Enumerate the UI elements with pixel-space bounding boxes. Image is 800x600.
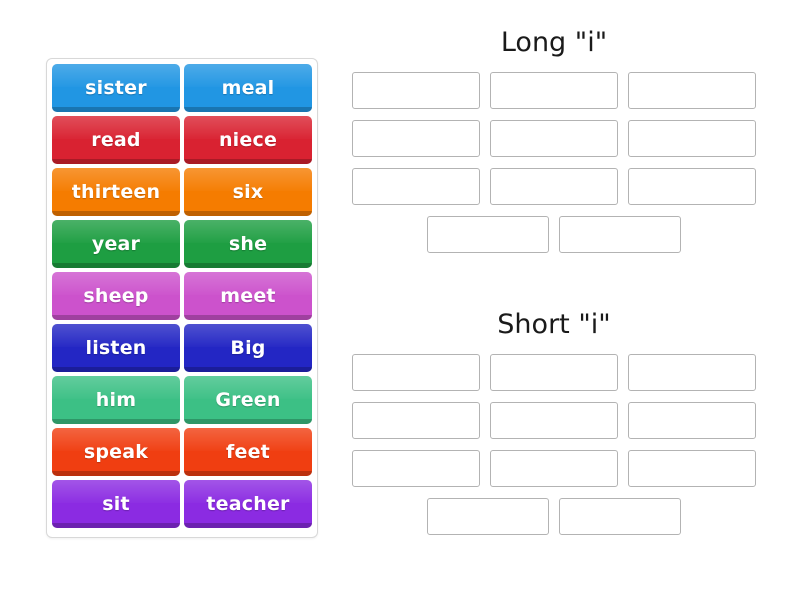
- group-title-long-i: Long "i": [500, 27, 608, 58]
- drop-slot-row: [352, 497, 756, 535]
- drop-slot[interactable]: [490, 119, 618, 157]
- word-tile[interactable]: meet: [184, 272, 312, 320]
- word-tile[interactable]: sheep: [52, 272, 180, 320]
- word-tile-row: speak feet: [52, 428, 312, 476]
- drop-slot[interactable]: [628, 353, 756, 391]
- word-tile-label: Green: [215, 389, 281, 411]
- drop-slot[interactable]: [490, 353, 618, 391]
- word-tile-row: listen Big: [52, 324, 312, 372]
- drop-slot-row: [352, 167, 756, 205]
- drop-slot[interactable]: [352, 167, 480, 205]
- drop-slot-row: [352, 119, 756, 157]
- word-tile[interactable]: Big: [184, 324, 312, 372]
- word-tile[interactable]: she: [184, 220, 312, 268]
- word-tile-row: him Green: [52, 376, 312, 424]
- word-tile-row: sit teacher: [52, 480, 312, 528]
- word-tile-label: him: [95, 389, 137, 411]
- word-tile[interactable]: read: [52, 116, 180, 164]
- word-tile-label: she: [228, 233, 268, 255]
- word-tile[interactable]: him: [52, 376, 180, 424]
- word-bank-panel: sister meal read niece thirteen six year she she…: [46, 58, 318, 538]
- word-tile[interactable]: speak: [52, 428, 180, 476]
- word-tile[interactable]: listen: [52, 324, 180, 372]
- word-tile-label: thirteen: [71, 181, 161, 203]
- drop-slot[interactable]: [352, 119, 480, 157]
- drop-slot[interactable]: [427, 215, 549, 253]
- drop-slot-row: [352, 71, 756, 109]
- drop-slot[interactable]: [559, 215, 681, 253]
- word-tile[interactable]: thirteen: [52, 168, 180, 216]
- word-tile-row: year she: [52, 220, 312, 268]
- drop-slot[interactable]: [628, 401, 756, 439]
- word-tile-label: teacher: [206, 493, 290, 515]
- word-tile-label: niece: [218, 129, 278, 151]
- word-tile[interactable]: Green: [184, 376, 312, 424]
- word-tile[interactable]: feet: [184, 428, 312, 476]
- word-tile-label: sheep: [83, 285, 149, 307]
- drop-slot-row: [352, 401, 756, 439]
- word-tile-label: read: [91, 129, 141, 151]
- drop-group-long-i: Long "i": [352, 28, 756, 264]
- word-tile[interactable]: six: [184, 168, 312, 216]
- drop-slot[interactable]: [559, 497, 681, 535]
- word-tile-label: speak: [83, 441, 149, 463]
- word-tile[interactable]: teacher: [184, 480, 312, 528]
- drop-slot[interactable]: [628, 71, 756, 109]
- word-tile-label: meal: [221, 77, 275, 99]
- word-tile-row: sheep meet: [52, 272, 312, 320]
- word-tile[interactable]: sister: [52, 64, 180, 112]
- word-tile[interactable]: meal: [184, 64, 312, 112]
- word-tile-row: read niece: [52, 116, 312, 164]
- word-tile-label: Big: [230, 337, 266, 359]
- group-title-short-i: Short "i": [497, 309, 611, 340]
- drop-slot-row: [352, 215, 756, 253]
- drop-slot[interactable]: [352, 449, 480, 487]
- word-tile-row: thirteen six: [52, 168, 312, 216]
- drop-slot[interactable]: [490, 167, 618, 205]
- word-tile-label: feet: [226, 441, 270, 463]
- word-tile-label: listen: [85, 337, 147, 359]
- word-tile-label: sister: [85, 77, 147, 99]
- word-tile[interactable]: sit: [52, 480, 180, 528]
- word-tile-row: sister meal: [52, 64, 312, 112]
- slot-container-short-i: [352, 353, 756, 535]
- drop-slot[interactable]: [628, 167, 756, 205]
- drop-slot[interactable]: [490, 449, 618, 487]
- word-tile-label: sit: [102, 493, 130, 515]
- drop-slot[interactable]: [628, 119, 756, 157]
- drop-slot[interactable]: [628, 449, 756, 487]
- drop-slot[interactable]: [352, 71, 480, 109]
- word-tile-label: meet: [220, 285, 276, 307]
- word-tile[interactable]: niece: [184, 116, 312, 164]
- drop-group-short-i: Short "i": [352, 310, 756, 546]
- word-tile-label: year: [91, 233, 141, 255]
- word-tile-label: six: [232, 181, 264, 203]
- drop-slot-row: [352, 353, 756, 391]
- drop-slot-row: [352, 449, 756, 487]
- drop-slot[interactable]: [427, 497, 549, 535]
- word-tile[interactable]: year: [52, 220, 180, 268]
- drop-slot[interactable]: [490, 401, 618, 439]
- drop-slot[interactable]: [490, 71, 618, 109]
- drop-slot[interactable]: [352, 401, 480, 439]
- slot-container-long-i: [352, 71, 756, 253]
- drop-slot[interactable]: [352, 353, 480, 391]
